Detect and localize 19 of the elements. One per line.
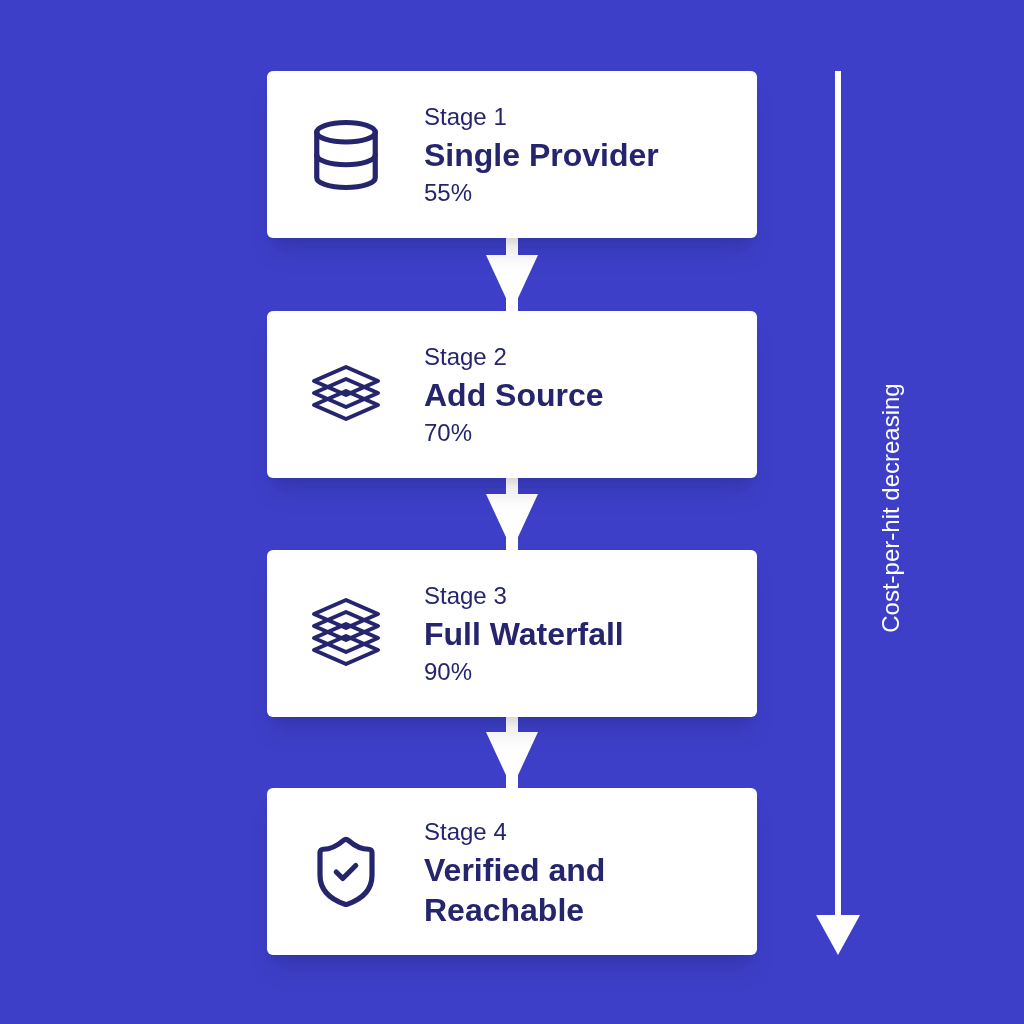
stage-card [267, 788, 757, 955]
stage-label: Stage 3 [424, 580, 508, 611]
percentage-value: 70% [424, 417, 474, 448]
stage-title: Add Source [424, 375, 604, 415]
stage-label: Stage 4 [424, 816, 508, 847]
arrow [486, 238, 538, 311]
percentage-value: 55% [424, 177, 474, 208]
stage-label: Stage 1 [424, 101, 508, 132]
arrow [486, 717, 538, 788]
stage-title: Full Waterfall [424, 614, 624, 654]
stage-card [267, 71, 757, 238]
stage-title: Single Provider [424, 135, 659, 175]
arrow [486, 478, 538, 550]
stage-title: Verified and Reachable [424, 850, 607, 930]
axis-label: Cost-per-hit decreasing [876, 382, 905, 635]
percentage-value: 90% [424, 656, 474, 687]
stage-card [267, 311, 757, 478]
stage-label: Stage 2 [424, 341, 508, 372]
stage-card [267, 550, 757, 717]
